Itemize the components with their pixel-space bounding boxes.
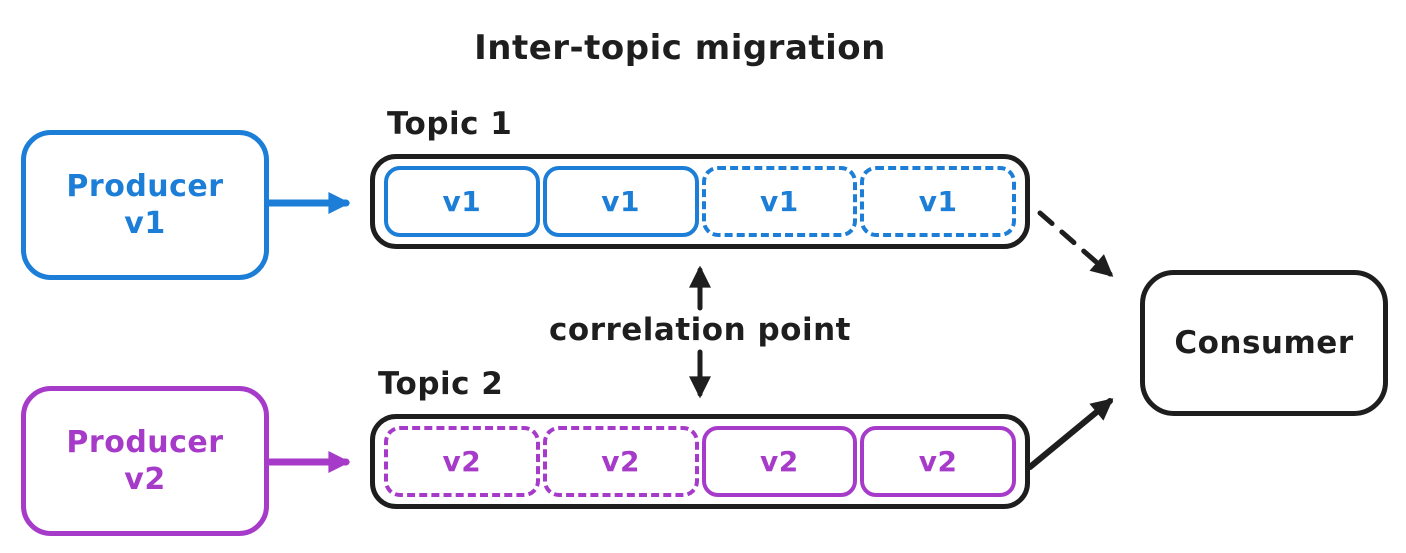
producer-v1-box: Producer v1 bbox=[21, 130, 269, 280]
topic1-cell-2: v1 bbox=[542, 166, 699, 237]
topic-1-label: Topic 1 bbox=[387, 106, 513, 142]
diagram-title: Inter-topic migration bbox=[474, 28, 886, 68]
arrow-topic-2-to-consumer bbox=[1027, 398, 1114, 470]
producer-v1-label-line2: v1 bbox=[124, 206, 166, 241]
producer-v2-label-line1: Producer bbox=[66, 424, 224, 460]
topic1-cell-4: v1 bbox=[860, 166, 1016, 237]
producer-v2-label-line2: v2 bbox=[124, 462, 166, 497]
topic2-cell-2: v2 bbox=[542, 426, 699, 497]
topic-2-label: Topic 2 bbox=[378, 366, 504, 402]
correlation-point-label: correlation point bbox=[549, 312, 851, 348]
arrow-topic-1-to-consumer-dashed bbox=[1037, 210, 1114, 277]
topic-1-container: v1 v1 v1 v1 bbox=[370, 154, 1030, 249]
topic-2-container: v2 v2 v2 v2 bbox=[370, 414, 1030, 509]
producer-v1-label-line1: Producer bbox=[66, 168, 224, 204]
topic1-cell-3: v1 bbox=[701, 166, 858, 237]
consumer-box: Consumer bbox=[1140, 270, 1388, 416]
producer-v2-box: Producer v2 bbox=[21, 386, 269, 536]
topic1-cell-1: v1 bbox=[384, 166, 540, 237]
consumer-label: Consumer bbox=[1174, 324, 1354, 361]
topic2-cell-3: v2 bbox=[701, 426, 858, 497]
topic2-cell-1: v2 bbox=[384, 426, 540, 497]
topic2-cell-4: v2 bbox=[860, 426, 1016, 497]
